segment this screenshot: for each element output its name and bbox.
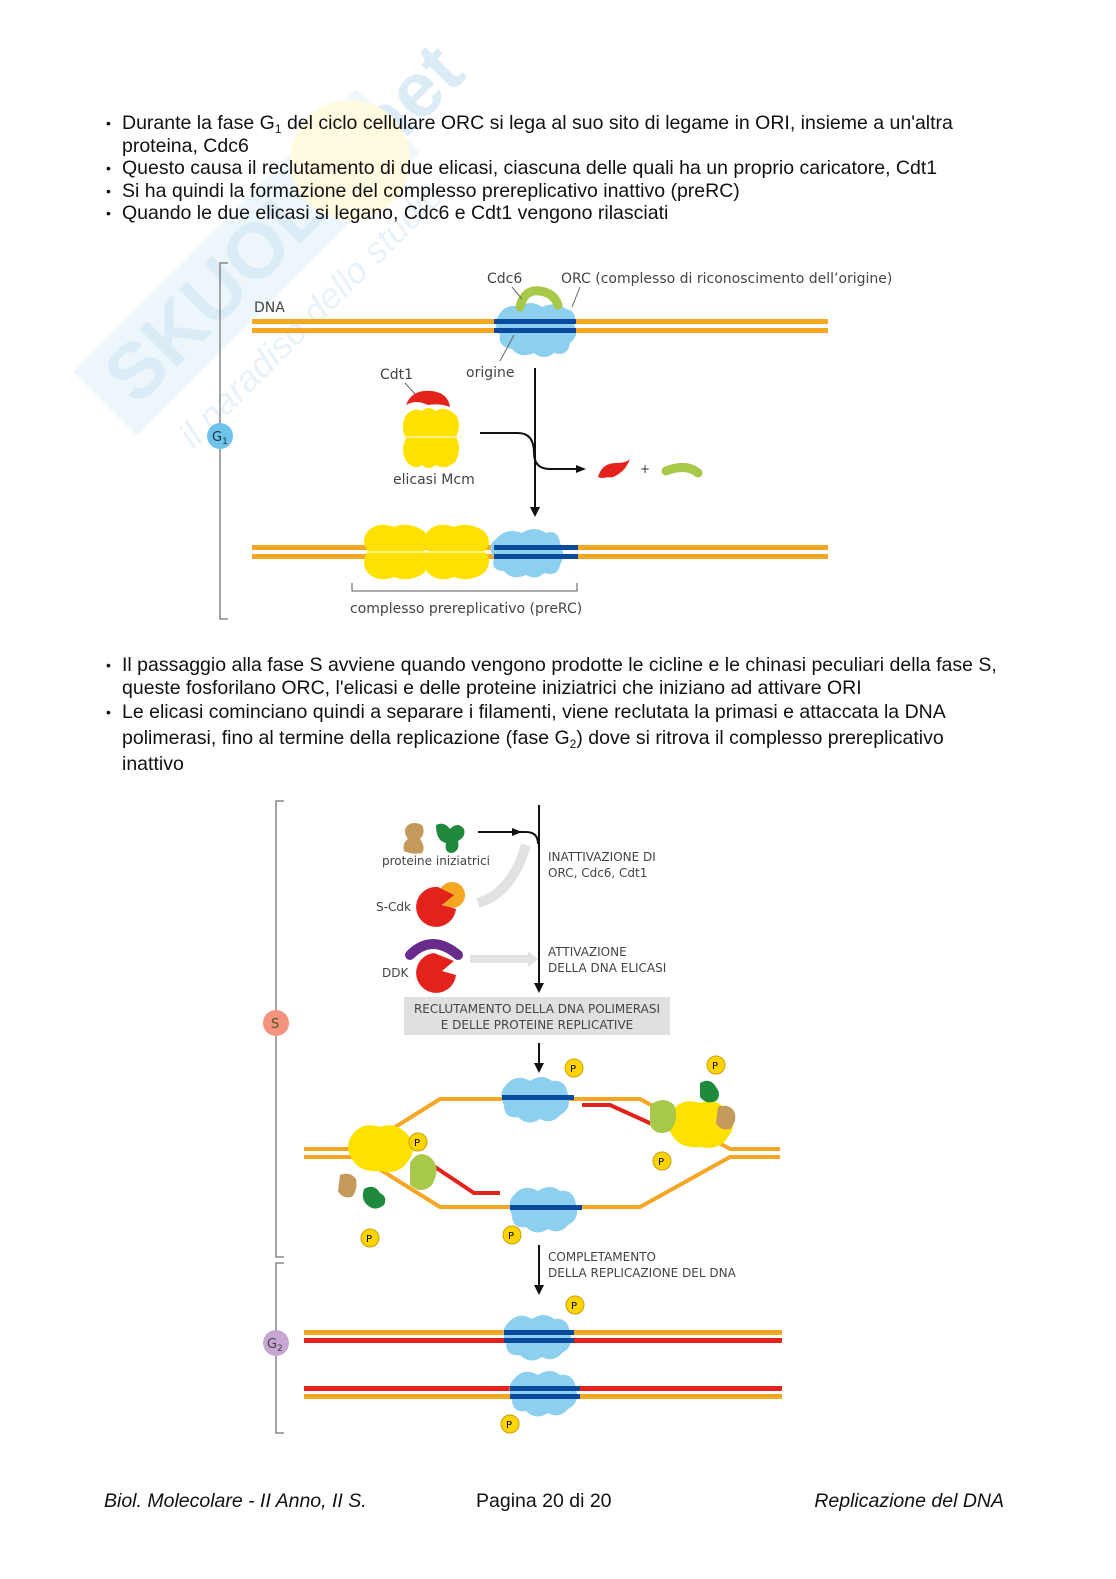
recruitment-box	[404, 997, 670, 1035]
origin-segment	[494, 328, 576, 333]
figure-prerc-formation: G1 DNA Cdc6 ORC (complesso di riconoscim…	[207, 262, 892, 620]
recruitment-label-1: RECLUTAMENTO DELLA DNA POLIMERASI	[414, 1002, 660, 1016]
orc-label: ORC (complesso di riconoscimento dell’or…	[561, 271, 892, 287]
cdc6-protein	[515, 286, 563, 312]
released-cdt1	[598, 459, 630, 478]
activation-label-1: ATTIVAZIONE	[548, 945, 627, 959]
inactivation-arrow	[476, 843, 531, 908]
ddk-kinase	[416, 953, 456, 993]
phospho-group: P	[652, 1151, 672, 1171]
initiator-arrow	[478, 831, 539, 845]
initiator-protein-tan	[403, 823, 424, 854]
bullet-list-s-phase: Il passaggio alla fase S avviene quando …	[106, 654, 1006, 777]
phase-g2-label: G2	[267, 1337, 283, 1354]
phase-s-badge	[263, 1010, 289, 1036]
orc-protein	[490, 529, 563, 578]
bullet-item: Durante la fase G1 del ciclo cellulare O…	[106, 112, 1006, 157]
initiator-protein-tan	[338, 1173, 357, 1198]
prerc-label: complesso prereplicativo (preRC)	[350, 601, 582, 617]
phospho-group: P	[360, 1228, 380, 1248]
svg-text:P: P	[570, 1064, 576, 1075]
svg-text:P: P	[366, 1234, 372, 1245]
s-cdk	[416, 886, 456, 927]
mcm-helicase	[668, 1101, 733, 1148]
dna-label: DNA	[254, 300, 285, 316]
mcm-helicase	[403, 408, 459, 468]
orc-protein	[509, 1371, 577, 1417]
s-cdk-label: S-Cdk	[376, 900, 411, 914]
primer	[430, 1163, 500, 1195]
bullet-item: Le elicasi cominciano quindi a separare …	[106, 699, 1006, 777]
inactivation-label-1: INATTIVAZIONE DI	[548, 850, 656, 864]
activation-arrow	[470, 955, 530, 963]
footer-page-number: Pagina 20 di 20	[476, 1490, 612, 1512]
initiator-protein-tan	[716, 1105, 736, 1130]
completion-label-2: DELLA REPLICAZIONE DEL DNA	[548, 1266, 737, 1280]
svg-text:P: P	[571, 1301, 577, 1312]
mcm-helicase	[348, 1125, 413, 1172]
bullet-item: Questo causa il reclutamento di due elic…	[106, 157, 1006, 180]
phospho-group: P	[500, 1414, 520, 1434]
phospho-group: P	[706, 1055, 726, 1075]
cdc6-label: Cdc6	[487, 271, 522, 287]
inactivation-label-2: ORC, Cdc6, Cdt1	[548, 866, 647, 880]
orc-protein	[503, 1315, 571, 1361]
footer-chapter: Replicazione del DNA	[814, 1490, 1004, 1512]
bullet-item: Il passaggio alla fase S avviene quando …	[106, 654, 1006, 699]
svg-text:P: P	[506, 1420, 512, 1431]
phospho-group: P	[502, 1225, 522, 1245]
phospho-group: P	[408, 1132, 428, 1152]
cdt1-protein	[406, 390, 450, 407]
footer-course: Biol. Molecolare - II Anno, II S.	[104, 1490, 367, 1512]
primer	[582, 1103, 655, 1127]
phospho-group: P	[564, 1058, 584, 1078]
dbf4	[405, 939, 463, 960]
svg-text:P: P	[508, 1231, 514, 1242]
completion-label-1: COMPLETAMENTO	[548, 1250, 656, 1264]
origine-label: origine	[466, 365, 514, 381]
cdt1-label: Cdt1	[380, 367, 413, 383]
figure-s-phase-replication: S G2 proteine iniziatrici S-Cdk DDK INAT…	[263, 800, 782, 1434]
origin-segment	[494, 319, 576, 324]
primase	[650, 1100, 677, 1133]
plus-sign: +	[640, 462, 650, 476]
svg-text:P: P	[414, 1138, 420, 1149]
initiator-protein-green	[362, 1186, 386, 1209]
release-arrow	[480, 432, 576, 470]
phase-g1-label: G1	[212, 430, 228, 447]
mcm-label: elicasi Mcm	[393, 472, 475, 488]
phase-s-label: S	[271, 1017, 279, 1032]
recruitment-label-2: E DELLE PROTEINE REPLICATIVE	[441, 1018, 634, 1032]
primase	[410, 1154, 437, 1190]
bullet-item: Si ha quindi la formazione del complesso…	[106, 180, 1006, 203]
phase-g1-badge	[207, 423, 233, 449]
prerc-bracket	[351, 583, 578, 592]
initiator-label: proteine iniziatrici	[382, 854, 490, 868]
phase-g2-badge	[263, 1330, 289, 1356]
bullet-list-g1: Durante la fase G1 del ciclo cellulare O…	[106, 112, 1006, 225]
initiator-protein-green	[700, 1080, 719, 1103]
bullet-item: Quando le due elicasi si legano, Cdc6 e …	[106, 202, 1006, 225]
released-cdc6	[661, 463, 703, 478]
initiator-protein-green	[436, 823, 465, 853]
ddk-label: DDK	[382, 966, 409, 980]
activation-label-2: DELLA DNA ELICASI	[548, 961, 666, 975]
phospho-group: P	[565, 1295, 585, 1315]
svg-text:P: P	[712, 1061, 718, 1072]
svg-text:P: P	[658, 1157, 664, 1168]
